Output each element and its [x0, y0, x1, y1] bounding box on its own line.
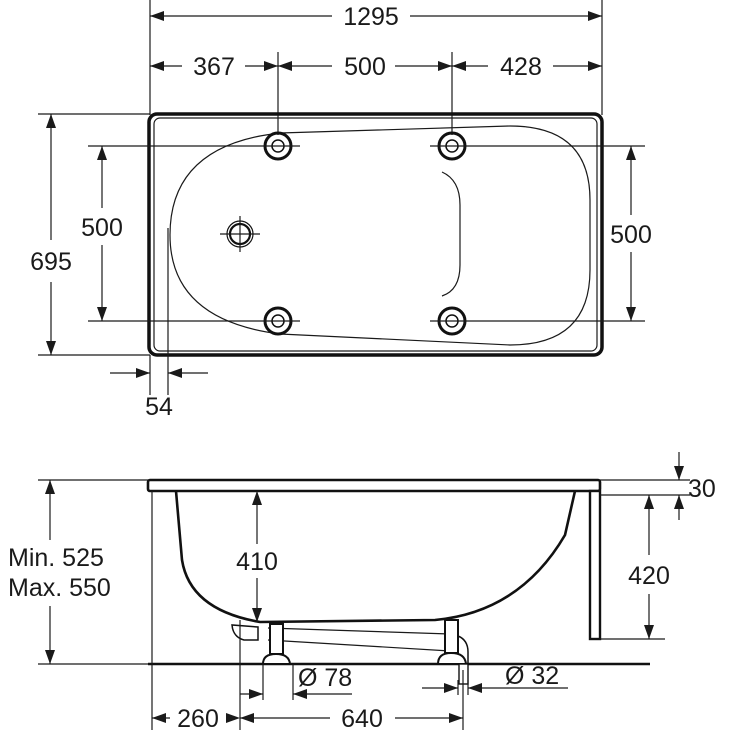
front-panel — [588, 489, 602, 641]
dimension-inner-depth: 410 — [236, 491, 278, 622]
dimension-overall-length: 1295 — [150, 3, 602, 31]
feet-spacing-right-label: 500 — [610, 221, 652, 249]
basin-outline — [169, 125, 591, 346]
dimension-rim-offset: 54 — [110, 355, 208, 421]
segment-middle-label: 500 — [344, 53, 386, 81]
rim-offset-label: 54 — [145, 393, 173, 421]
top-view: 1295 367 500 428 — [30, 0, 652, 421]
overall-length-label: 1295 — [343, 3, 399, 31]
rim-thickness-label: 30 — [688, 475, 716, 503]
tub-rim-side — [146, 478, 602, 493]
foot-offset-label: 260 — [177, 705, 219, 733]
dimension-segments: 367 500 428 — [150, 53, 602, 81]
max-height-label: Max. 550 — [8, 574, 111, 602]
min-height-label: Min. 525 — [8, 544, 104, 572]
foot-diameter-label: Ø 78 — [298, 664, 352, 692]
segment-right-label: 428 — [500, 53, 542, 81]
overall-width-label: 695 — [30, 248, 72, 276]
drain-top — [220, 216, 260, 252]
dimension-total-height: Min. 525 Max. 550 — [8, 480, 111, 664]
side-view: Min. 525 Max. 550 410 30 420 — [8, 452, 716, 733]
panel-height-label: 420 — [628, 562, 670, 590]
drain-diameter-label: Ø 32 — [505, 662, 559, 690]
dimension-rim-thickness: 30 — [674, 452, 716, 520]
foot-left-side — [261, 623, 292, 665]
dimension-panel-height: 420 — [628, 495, 670, 639]
inner-depth-label: 410 — [236, 548, 278, 576]
tub-outline-top — [147, 112, 604, 357]
segment-left-label: 367 — [193, 53, 235, 81]
feet-spacing-left-label: 500 — [81, 214, 123, 242]
foot-spacing-label: 640 — [341, 705, 383, 733]
dimension-feet-spacing-right: 500 — [610, 146, 652, 321]
dimension-foot-offset: 260 — [152, 705, 240, 733]
dimension-foot-spacing: 640 — [240, 705, 463, 733]
basin-profile — [174, 490, 577, 624]
dimension-overall-width: 695 — [30, 114, 72, 355]
dimension-drain-diameter: Ø 32 — [422, 662, 568, 693]
dimension-feet-spacing-left: 500 — [81, 146, 123, 321]
dimension-foot-diameter: Ø 78 — [240, 664, 352, 699]
